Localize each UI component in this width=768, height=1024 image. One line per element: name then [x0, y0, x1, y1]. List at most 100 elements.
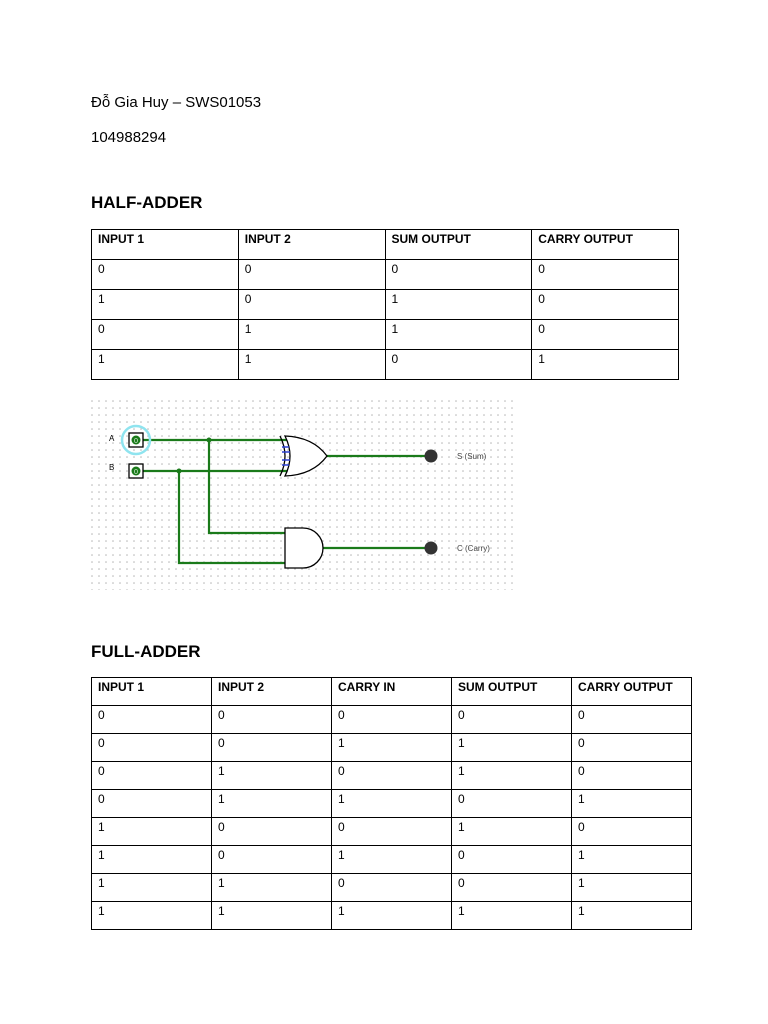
wire-a-and [207, 440, 287, 535]
header-cell: INPUT 2 [211, 677, 332, 706]
table-cell: 0 [91, 761, 212, 790]
input-a-pin[interactable]: 0 [128, 432, 144, 448]
table-cell: 1 [91, 901, 212, 930]
full-adder-table: INPUT 1 INPUT 2 CARRY IN SUM OUTPUT CARR… [91, 677, 692, 930]
and-gate[interactable] [284, 527, 324, 569]
table-cell: 1 [211, 761, 332, 790]
table-cell: 1 [384, 289, 533, 320]
table-cell: 0 [571, 733, 692, 762]
table-cell: 0 [237, 289, 386, 320]
table-cell: 0 [571, 761, 692, 790]
wires [143, 438, 431, 565]
table-cell: 0 [571, 705, 692, 734]
input-a-value: 0 [134, 437, 138, 445]
table-cell: 1 [91, 349, 239, 380]
sum-output-pin[interactable] [424, 449, 438, 463]
table-cell: 0 [384, 259, 533, 290]
input-b-label: B [109, 463, 114, 472]
header-cell: CARRY OUTPUT [571, 677, 692, 706]
table-cell: 0 [331, 873, 452, 902]
student-id: 104988294 [91, 129, 167, 146]
table-cell: 1 [451, 817, 572, 846]
table-cell: 1 [91, 289, 239, 320]
table-cell: 0 [331, 761, 452, 790]
header-cell: SUM OUTPUT [451, 677, 572, 706]
wire-b-and [177, 471, 287, 565]
sum-output-label: S (Sum) [457, 452, 487, 461]
table-cell: 1 [331, 733, 452, 762]
table-cell: 0 [91, 789, 212, 818]
table-cell: 1 [91, 817, 212, 846]
table-cell: 1 [571, 901, 692, 930]
table-cell: 0 [211, 845, 332, 874]
table-cell: 1 [331, 789, 452, 818]
table-cell: 0 [384, 349, 533, 380]
table-cell: 1 [571, 845, 692, 874]
table-cell: 0 [91, 705, 212, 734]
table-cell: 1 [211, 901, 332, 930]
table-cell: 0 [331, 817, 452, 846]
table-cell: 1 [91, 845, 212, 874]
table-cell: 1 [331, 845, 452, 874]
xor-gate[interactable] [279, 435, 328, 477]
half-adder-table: INPUT 1 INPUT 2 SUM OUTPUT CARRY OUTPUT … [91, 229, 679, 380]
table-cell: 1 [237, 349, 386, 380]
header-cell: CARRY IN [331, 677, 452, 706]
table-cell: 0 [211, 817, 332, 846]
header-cell: INPUT 1 [91, 677, 212, 706]
header-cell: SUM OUTPUT [384, 229, 533, 260]
table-cell: 0 [211, 705, 332, 734]
table-cell: 0 [531, 319, 679, 350]
input-a-label: A [109, 434, 115, 443]
carry-output-pin[interactable] [424, 541, 438, 555]
table-cell: 1 [451, 901, 572, 930]
table-cell: 0 [451, 705, 572, 734]
table-cell: 0 [331, 705, 452, 734]
table-cell: 0 [531, 259, 679, 290]
table-header-row: INPUT 1 INPUT 2 CARRY IN SUM OUTPUT CARR… [91, 677, 692, 706]
selection-highlight [120, 424, 152, 456]
author-line: Đỗ Gia Huy – SWS01053 [91, 94, 262, 111]
table-header-row: INPUT 1 INPUT 2 SUM OUTPUT CARRY OUTPUT [91, 229, 679, 260]
table-cell: 1 [237, 319, 386, 350]
table-cell: 1 [331, 901, 452, 930]
table-cell: 1 [531, 349, 679, 380]
half-adder-circuit: 0 A 0 B S (Sum) C (Carry) [91, 400, 516, 590]
half-adder-heading: HALF-ADDER [91, 193, 203, 212]
junction-b [176, 468, 182, 474]
full-adder-heading: FULL-ADDER [91, 642, 201, 661]
header-cell: INPUT 1 [91, 229, 239, 260]
table-cell: 0 [451, 845, 572, 874]
table-cell: 0 [451, 873, 572, 902]
table-cell: 1 [451, 761, 572, 790]
table-cell: 0 [91, 319, 239, 350]
input-b-pin[interactable]: 0 [128, 463, 144, 479]
table-cell: 1 [571, 873, 692, 902]
table-cell: 1 [384, 319, 533, 350]
table-cell: 1 [451, 733, 572, 762]
table-cell: 0 [211, 733, 332, 762]
table-cell: 0 [91, 259, 239, 290]
table-cell: 1 [571, 789, 692, 818]
table-cell: 0 [451, 789, 572, 818]
table-cell: 0 [91, 733, 212, 762]
table-cell: 0 [237, 259, 386, 290]
table-cell: 1 [91, 873, 212, 902]
table-cell: 1 [211, 873, 332, 902]
header-cell: CARRY OUTPUT [531, 229, 679, 260]
header-cell: INPUT 2 [237, 229, 386, 260]
table-cell: 0 [531, 289, 679, 320]
table-cell: 1 [211, 789, 332, 818]
